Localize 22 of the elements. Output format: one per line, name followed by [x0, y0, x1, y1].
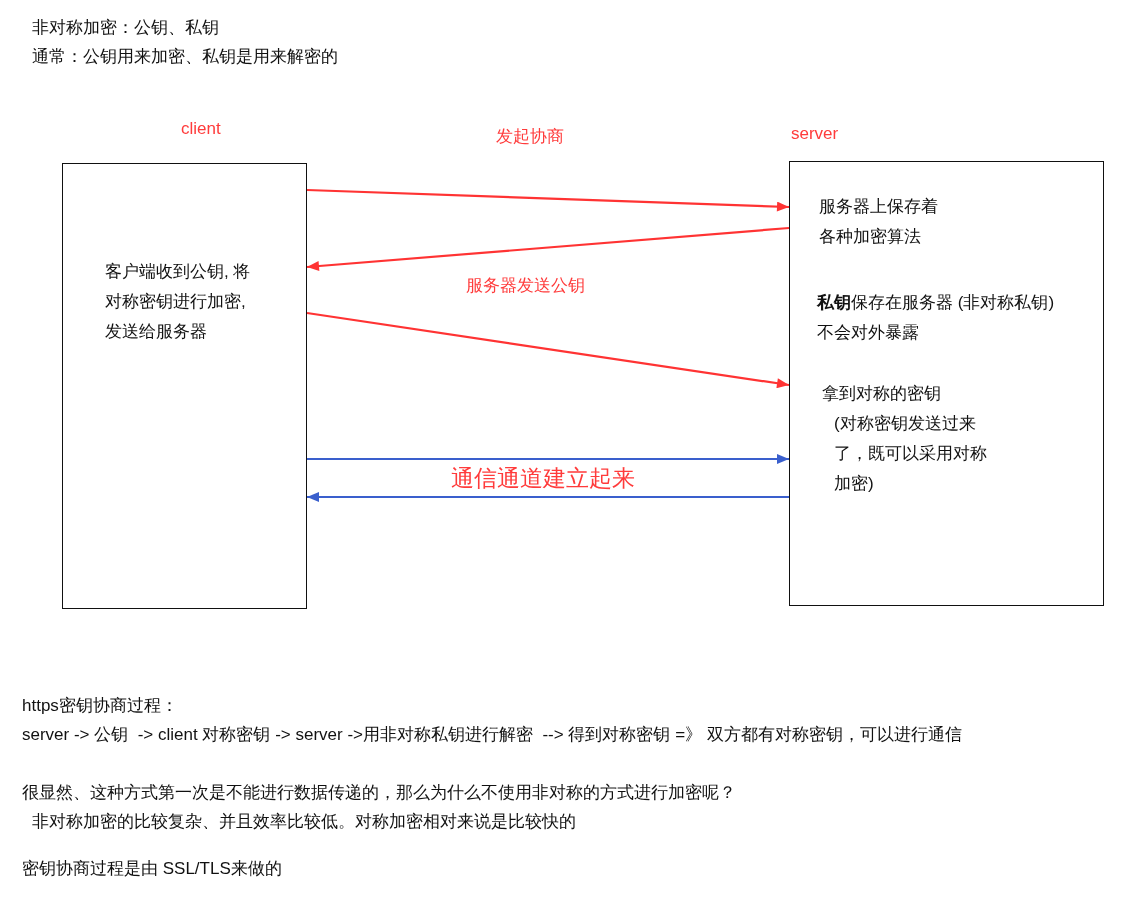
panel-text: (对称密钥发送过来了，既可以采用对称加密) [834, 413, 988, 495]
panel-text: 拿到对称的密钥 [822, 383, 941, 405]
note-text: 密钥协商过程是由 SSL/TLS来做的 [22, 858, 282, 880]
panel-heading: client [181, 119, 221, 139]
arrow [306, 226, 790, 271]
arrow [306, 188, 790, 212]
arrow [306, 311, 790, 389]
panel-text: 服务器上保存着各种加密算法 [819, 196, 939, 248]
panel-text: 私钥保存在服务器 (非对称私钥)不会对外暴露 [817, 292, 1056, 344]
arrow [307, 454, 789, 464]
note-text: 非对称加密的比较复杂、并且效率比较低。对称加密相对来说是比较快的 [32, 811, 576, 833]
edge-label: 通信通道建立起来 [451, 465, 635, 492]
arrow [307, 492, 789, 502]
note-text: 通常：公钥用来加密、私钥是用来解密的 [32, 46, 338, 68]
note-text: server -> 公钥 -> client 对称密钥 -> server ->用非对称私钥进行解密 --> 得到对称密钥 =》 双方都有对称密钥，可以进行通信 [22, 724, 962, 746]
edge-label: 服务器发送公钥 [466, 276, 585, 296]
edge-label: 发起协商 [496, 127, 564, 147]
panel-text: 客户端收到公钥, 将对称密钥进行加密,发送给服务器 [105, 261, 252, 343]
panel-heading: server [791, 124, 839, 144]
note-text: https密钥协商过程： [22, 695, 178, 717]
note-text: 非对称加密：公钥、私钥 [32, 17, 219, 39]
note-text: 很显然、这种方式第一次是不能进行数据传递的，那么为什么不使用非对称的方式进行加密呢？ [22, 782, 736, 804]
